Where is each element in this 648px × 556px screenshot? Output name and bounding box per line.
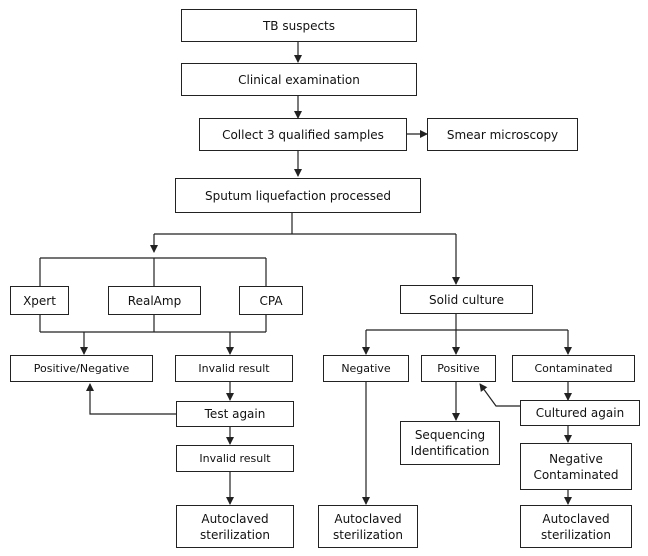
node-clinical-examination: Clinical examination [181, 63, 417, 96]
node-sputum-liquefaction: Sputum liquefaction processed [175, 178, 421, 213]
node-positive-negative: Positive/Negative [10, 355, 153, 382]
arrow-cultured-to-positive [479, 383, 520, 407]
node-cultured-again: Cultured again [520, 400, 640, 426]
node-invalid-result-1: Invalid result [175, 355, 293, 382]
node-negative: Negative [323, 355, 409, 382]
node-negative-contaminated: Negative Contaminated [520, 443, 632, 490]
node-positive: Positive [421, 355, 496, 382]
node-xpert: Xpert [10, 286, 69, 315]
node-smear-microscopy: Smear microscopy [427, 118, 578, 151]
node-sequencing-identification: Sequencing Identification [400, 421, 500, 465]
node-autoclaved-middle: Autoclaved sterilization [318, 505, 418, 548]
node-contaminated: Contaminated [512, 355, 635, 382]
node-realamp: RealAmp [108, 286, 201, 315]
node-invalid-result-2: Invalid result [176, 445, 294, 472]
node-tb-suspects: TB suspects [181, 9, 417, 42]
node-collect-samples: Collect 3 qualified samples [199, 118, 407, 151]
node-test-again: Test again [176, 401, 294, 427]
node-solid-culture: Solid culture [400, 285, 533, 314]
arrow-test-again-to-positive-negative [86, 383, 176, 415]
node-autoclaved-left: Autoclaved sterilization [176, 505, 294, 548]
node-autoclaved-right: Autoclaved sterilization [520, 505, 632, 548]
node-cpa: CPA [239, 286, 303, 315]
